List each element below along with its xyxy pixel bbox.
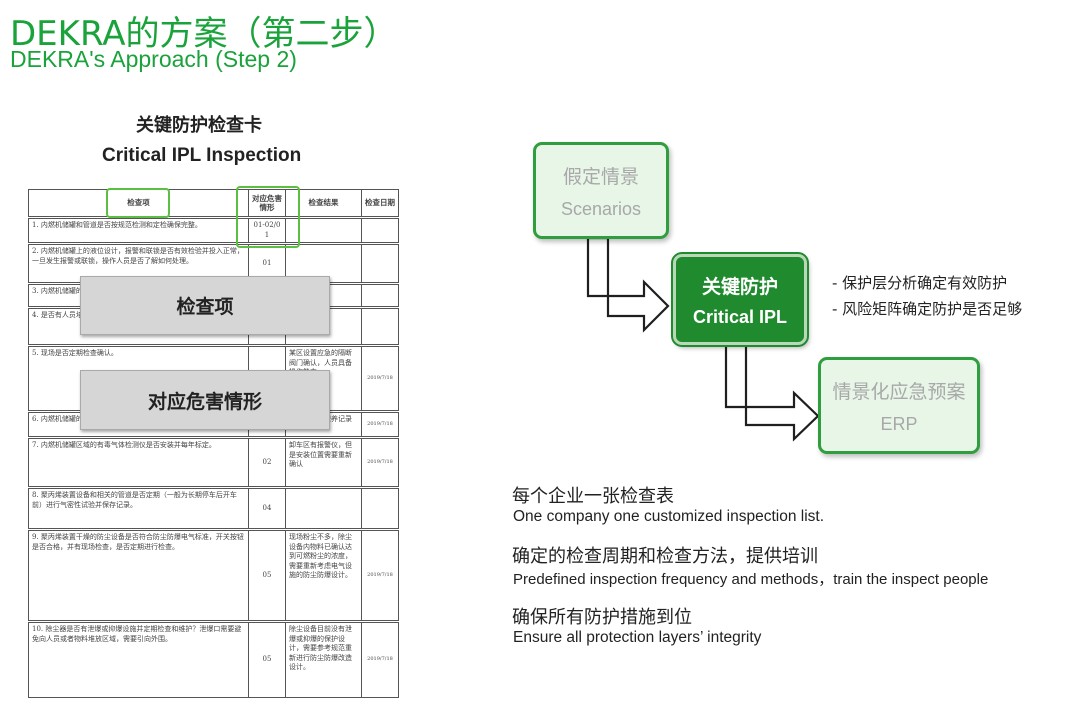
erp-label-cn: 情景化应急预案 [832,380,966,403]
inspection-table: 检查项 对应危害情形 检查结果 检查日期 1. 内燃机储罐和管道是否按规范检测和… [28,189,399,698]
hazard-scenario-overlay: 对应危害情形 [80,370,330,430]
bullet-2-en: Predefined inspection frequency and meth… [513,571,989,588]
bullet-2-cn: 确定的检查周期和检查方法，提供培训 [512,546,818,567]
ipl-note-1: - 保护层分析确定有效防护 [832,274,1008,292]
bullet-1-en: One company one customized inspection li… [513,508,825,525]
bullet-3-cn: 确保所有防护措施到位 [512,607,692,628]
cell-date [361,306,399,346]
check-item-overlay: 检查项 [80,276,330,335]
table-row: 2. 内燃机储罐上的液位设计，报警和联锁是否有效检验并投入正常，一旦发生报警或联… [28,242,399,284]
erp-box: 情景化应急预案 ERP [818,357,980,454]
ipl-note-2: - 风险矩阵确定防护是否足够 [832,300,1023,318]
column-header-date: 检查日期 [361,189,399,218]
cell-item: 8. 聚丙烯装置设备和相关的管道是否定期（一般为长期停车后开车前）进行气密性试验… [28,486,249,530]
cell-freq: 05 [248,528,286,622]
cell-date: 2019/7/18 [361,620,399,698]
scenarios-label-en: Scenarios [560,198,642,219]
inspection-card-title-cn: 关键防护检查卡 [136,115,262,136]
cell-date: 2019/7/18 [361,344,399,412]
scenarios-box: 假定情景 Scenarios [533,142,669,239]
table-row: 9. 聚丙烯装置干燥的防尘设备是否符合防尘防爆电气标准，开关按钮是否合格，并有现… [28,528,399,622]
bullet-1-cn: 每个企业一张检查表 [512,486,674,507]
arrow-ipl-to-erp-icon [724,341,820,442]
scenarios-label-cn: 假定情景 [562,165,639,188]
column-header-hazard: 对应危害情形 [248,189,286,218]
cell-result [285,486,362,530]
table-row: 1. 内燃机储罐和管道是否按规范检测和定检确保完整。 01-02/0 1 [28,216,399,244]
cell-freq: 05 [248,620,286,698]
cell-date [361,486,399,530]
cell-item: 1. 内燃机储罐和管道是否按规范检测和定检确保完整。 [28,216,249,244]
table-row: 8. 聚丙烯装置设备和相关的管道是否定期（一般为长期停车后开车前）进行气密性试验… [28,486,399,530]
cell-date: 2019/7/18 [361,436,399,488]
column-header-check-item: 检查项 [28,189,249,218]
table-row: 10. 除尘器是否有泄爆或抑爆设施并定期检查和维护？泄爆口需要避免向人员或者物料… [28,620,399,698]
critical-ipl-label-cn: 关键防护 [701,275,778,298]
slide-title-cn: DEKRA的方案（第二步） [10,14,398,54]
critical-ipl-label-en: Critical IPL [692,306,788,327]
erp-label-en: ERP [880,413,918,434]
ipl-notes: - 保护层分析确定有效防护 - 风险矩阵确定防护是否足够 [832,270,1022,322]
inspection-card-title-en: Critical IPL Inspection [102,145,302,166]
cell-item: 10. 除尘器是否有泄爆或抑爆设施并定期检查和维护？泄爆口需要避免向人员或者物料… [28,620,249,698]
cell-date [361,242,399,284]
cell-freq: 02 [248,436,286,488]
cell-date: 2019/7/18 [361,410,399,438]
cell-result: 现场粉尘不多，除尘设备内物料已确认达到可燃粉尘的浓度，需要重新考虑电气设施的防尘… [285,528,362,622]
check-item-highlight [106,188,170,218]
cell-date [361,282,399,308]
table-header-row: 检查项 对应危害情形 检查结果 检查日期 [28,189,399,218]
cell-result: 除尘设备目前没有泄爆或抑爆的保护设计，需要参考规范重新进行防尘防爆改造设计。 [285,620,362,698]
cell-date [361,216,399,244]
cell-item: 9. 聚丙烯装置干燥的防尘设备是否符合防尘防爆电气标准，开关按钮是否合格，并有现… [28,528,249,622]
critical-ipl-box: 关键防护 Critical IPL [671,252,809,347]
table-row: 7. 内燃机储罐区域的有毒气体检测仪是否安装并每年标定。 02 卸车区有报警仪，… [28,436,399,488]
cell-freq: 04 [248,486,286,530]
bullet-3-en: Ensure all protection layers’ integrity [513,629,762,646]
hazard-column-highlight [236,186,300,248]
cell-date: 2019/7/18 [361,528,399,622]
cell-result: 卸车区有报警仪，但是安装位置需要重新确认 [285,436,362,488]
slide-title-en: DEKRA's Approach (Step 2) [10,46,297,72]
cell-item: 7. 内燃机储罐区域的有毒气体检测仪是否安装并每年标定。 [28,436,249,488]
arrow-scenarios-to-ipl-icon [586,236,670,333]
